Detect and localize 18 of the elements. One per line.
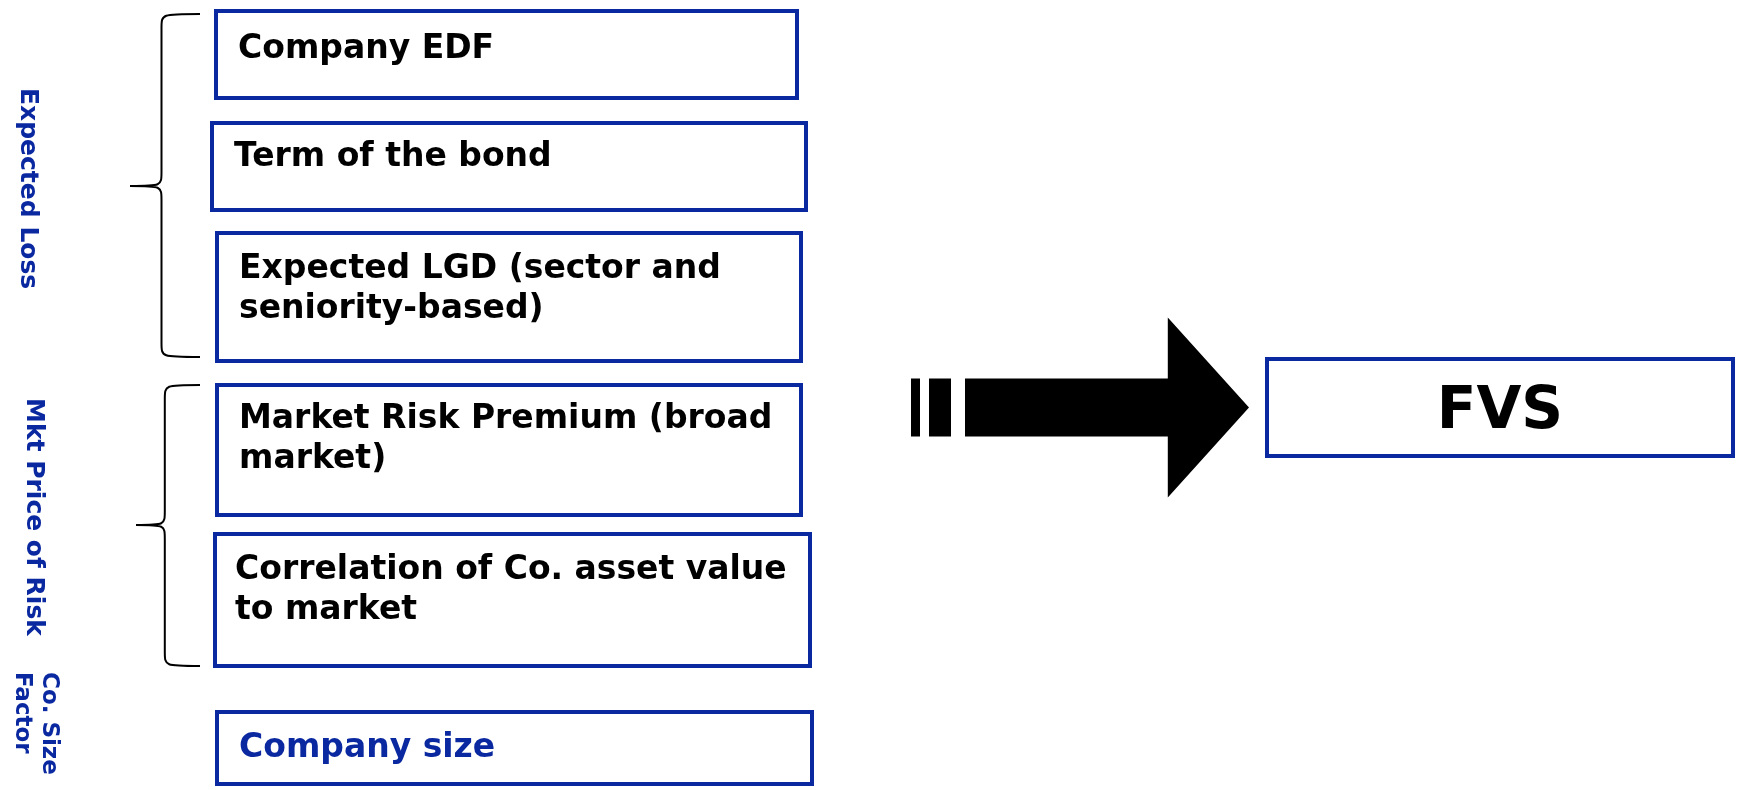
factor-label: Market Risk Premium (broad market): [239, 397, 774, 477]
factor-label: Correlation of Co. asset value to market: [235, 548, 788, 628]
factor-label: Term of the bond: [234, 135, 553, 175]
factor-box: [214, 9, 799, 100]
result-box: [1265, 357, 1735, 458]
group-label: Mkt Price of Risk: [20, 398, 50, 636]
group-label: Co. Size Factor: [10, 672, 64, 777]
factor-box: [215, 383, 803, 517]
factor-label: Company EDF: [238, 27, 496, 67]
factor-box: [213, 532, 812, 668]
factor-box: [210, 121, 808, 212]
block-arrow: [911, 317, 1249, 498]
factor-label: Company size: [239, 726, 497, 766]
factor-box: [215, 231, 803, 363]
factor-box: [215, 710, 814, 786]
result-label: FVS: [1436, 374, 1564, 441]
group-label: Expected Loss: [14, 88, 44, 290]
factor-label: Expected LGD (sector and seniority-based): [239, 247, 722, 327]
